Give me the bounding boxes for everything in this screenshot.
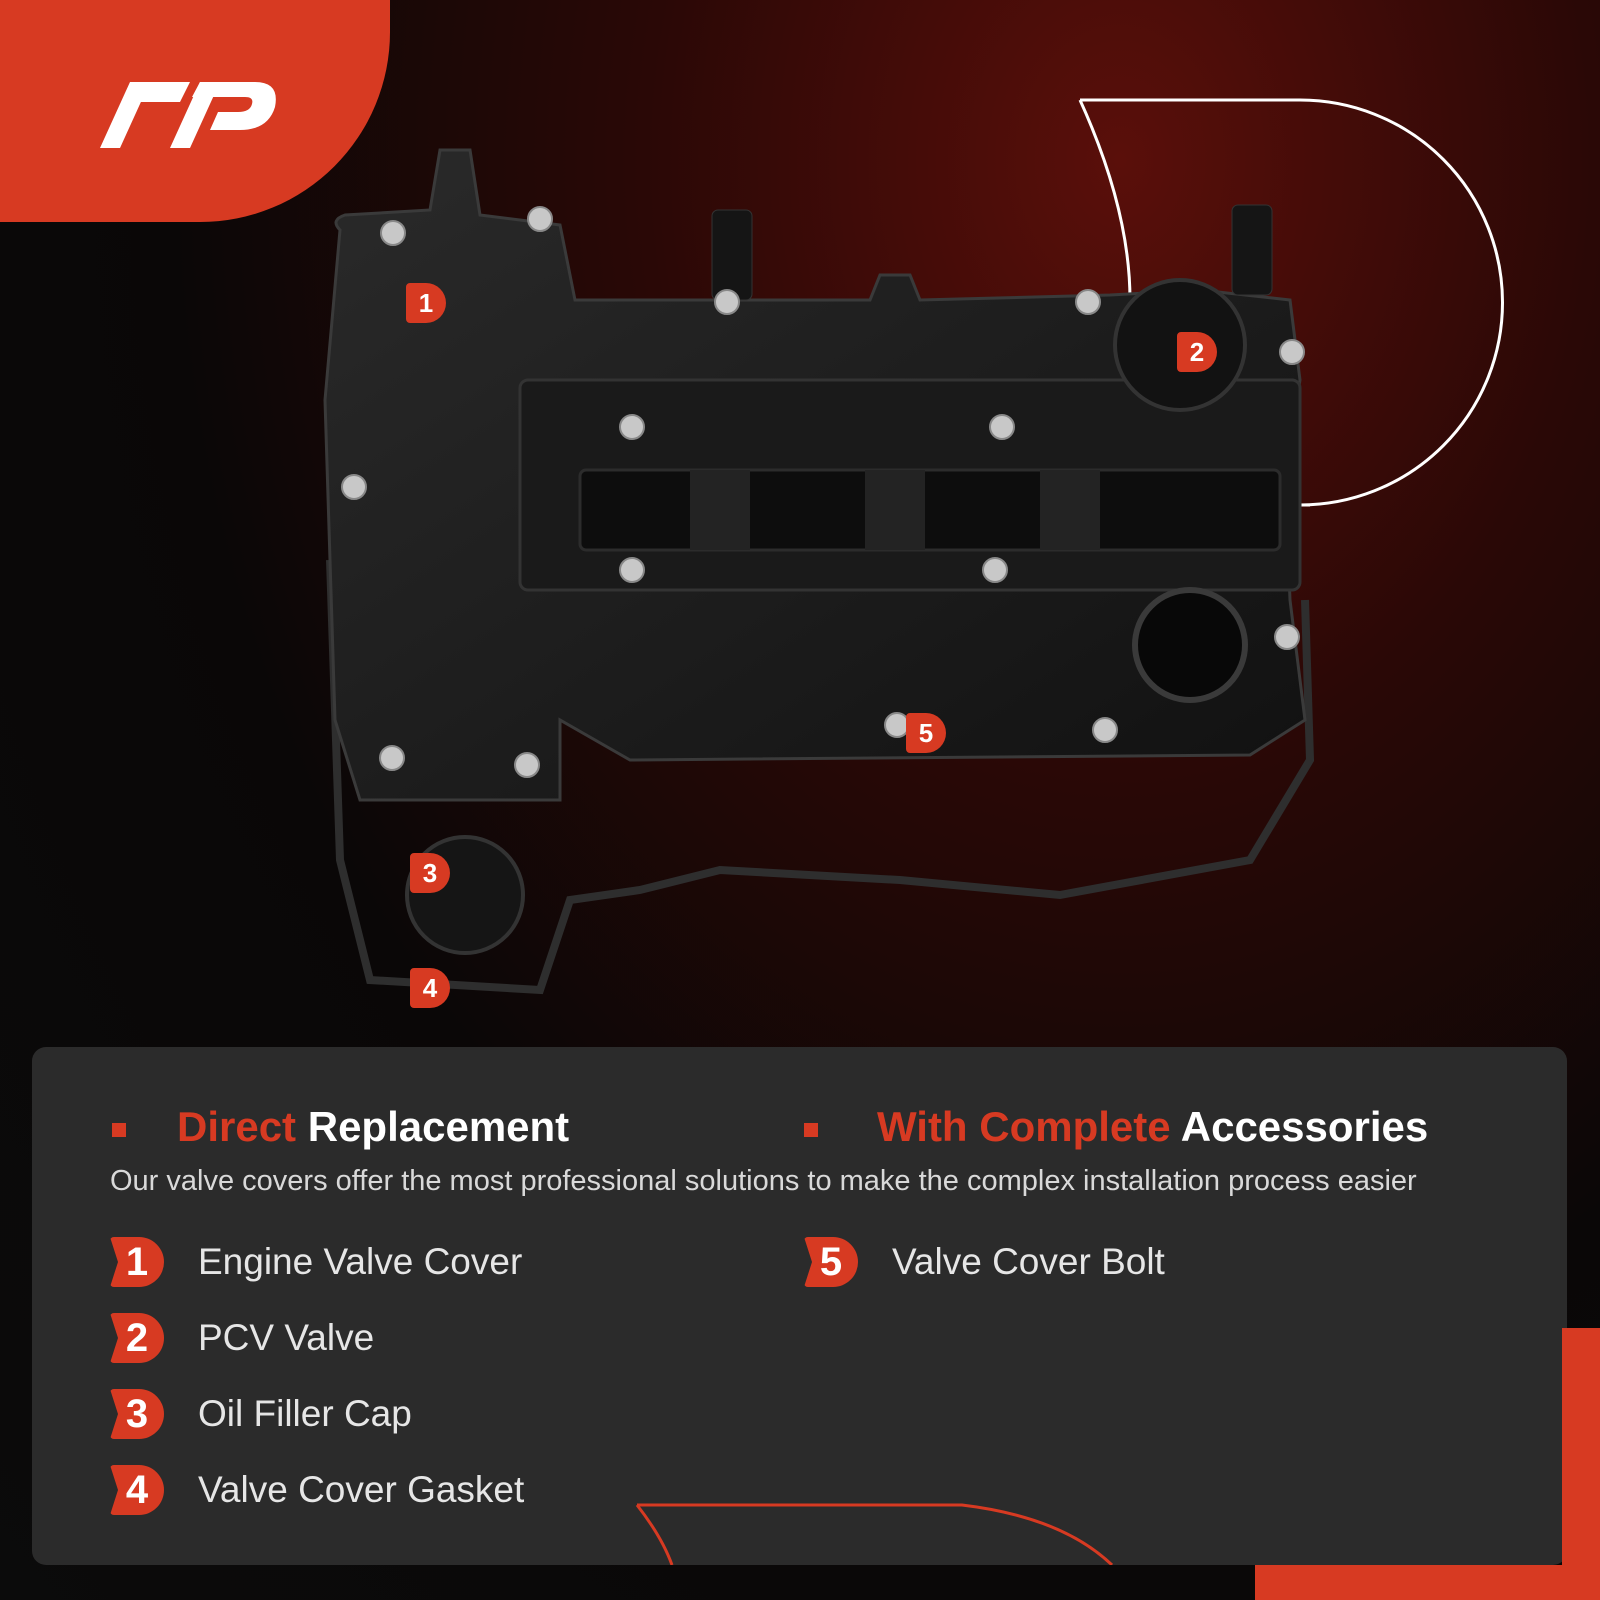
item-label: Engine Valve Cover	[198, 1241, 523, 1282]
corner-accent	[1255, 1565, 1600, 1600]
callout-gasket: 4	[410, 968, 450, 1008]
callout-engine-valve-cover: 1	[406, 283, 446, 323]
panel-decorative-arc	[635, 1503, 1114, 1565]
decorative-arc	[0, 0, 1600, 1040]
item-number-badge: 5	[804, 1237, 858, 1287]
heading-complete-accessories: With Complete Accessories	[877, 1103, 1429, 1150]
item-label: Oil Filler Cap	[198, 1393, 412, 1434]
valve-cover-product-image	[323, 148, 1315, 995]
item-label: Valve Cover Bolt	[892, 1241, 1165, 1282]
brand-logo	[100, 82, 276, 148]
item-number-badge: 1	[110, 1237, 164, 1287]
logo-badge	[0, 0, 390, 222]
bullet-icon	[112, 1123, 126, 1137]
item-label: Valve Cover Gasket	[198, 1469, 525, 1510]
list-item: 5 Valve Cover Bolt	[804, 1237, 1165, 1287]
bullet-icon	[804, 1123, 818, 1137]
info-panel: Direct Replacement With Complete Accesso…	[32, 1047, 1567, 1565]
list-item: 1 Engine Valve Cover	[110, 1237, 522, 1287]
callout-oil-filler-cap: 3	[410, 853, 450, 893]
list-item: 4 Valve Cover Gasket	[110, 1465, 524, 1515]
corner-accent	[1562, 1328, 1600, 1600]
gasket-outline	[326, 559, 1315, 995]
list-item: 2 PCV Valve	[110, 1313, 374, 1363]
callout-bolt: 5	[906, 713, 946, 753]
item-number-badge: 2	[110, 1313, 164, 1363]
heading-direct-replacement: Direct Replacement	[177, 1103, 570, 1150]
subtitle: Our valve covers offer the most professi…	[110, 1165, 1417, 1197]
item-number-badge: 4	[110, 1465, 164, 1515]
list-item: 3 Oil Filler Cap	[110, 1389, 412, 1439]
item-number-badge: 3	[110, 1389, 164, 1439]
item-label: PCV Valve	[198, 1317, 375, 1358]
bolt-icons	[341, 206, 1305, 778]
callout-pcv-valve: 2	[1177, 332, 1217, 372]
